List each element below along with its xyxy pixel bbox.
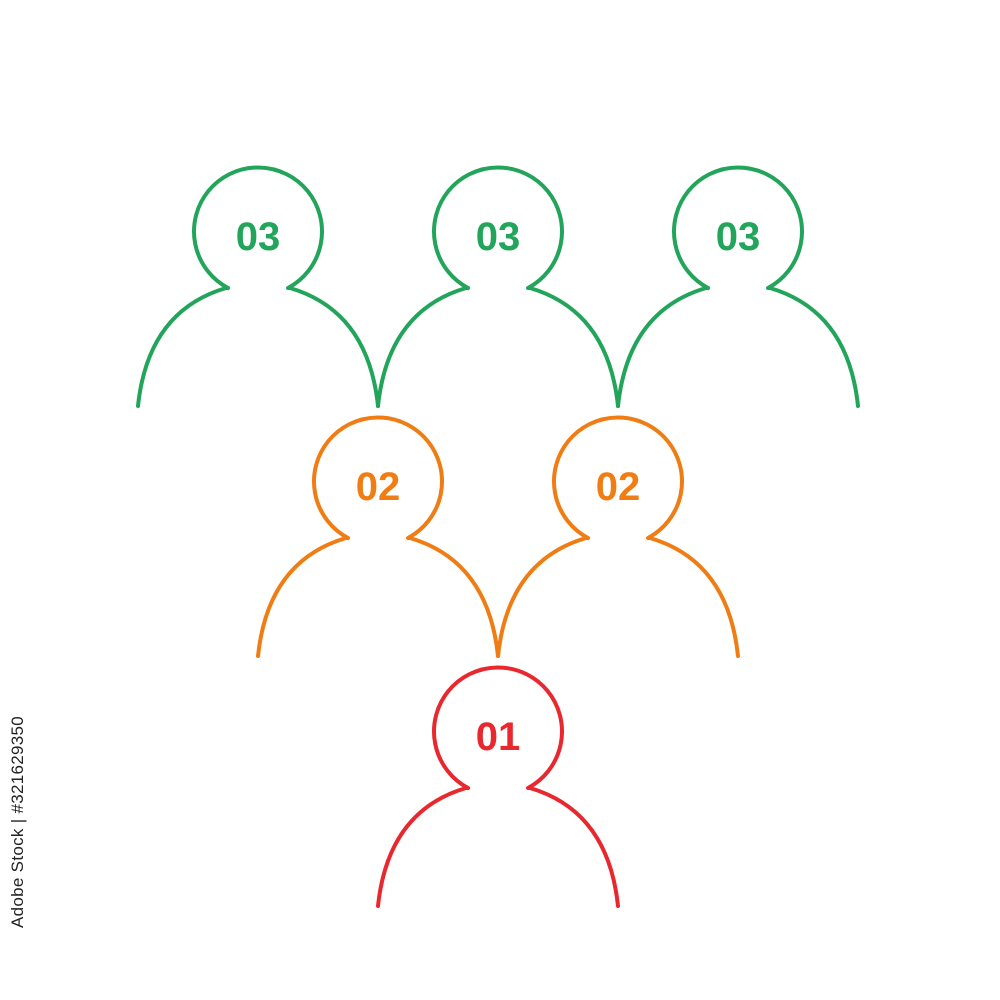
person-outline-icon: 03	[616, 165, 860, 408]
person-number-label: 02	[596, 465, 641, 509]
person-number-label: 03	[236, 215, 281, 259]
person-outline-icon: 01	[376, 665, 620, 908]
person-number-label: 02	[356, 465, 401, 509]
person-outline-shape	[496, 415, 740, 658]
person-outline-icon: 02	[256, 415, 500, 658]
stock-id-label: Adobe Stock | #321629350	[8, 715, 27, 928]
person-outline-icon: 03	[376, 165, 620, 408]
person-number-label: 01	[476, 715, 521, 759]
person-outline-shape	[376, 165, 620, 408]
person-outline-shape	[376, 665, 620, 908]
person-number-label: 03	[716, 215, 761, 259]
person-number-label: 03	[476, 215, 521, 259]
person-outline-shape	[136, 165, 380, 408]
person-outline-shape	[616, 165, 860, 408]
person-outline-shape	[256, 415, 500, 658]
person-outline-icon: 02	[496, 415, 740, 658]
person-outline-icon: 03	[136, 165, 380, 408]
